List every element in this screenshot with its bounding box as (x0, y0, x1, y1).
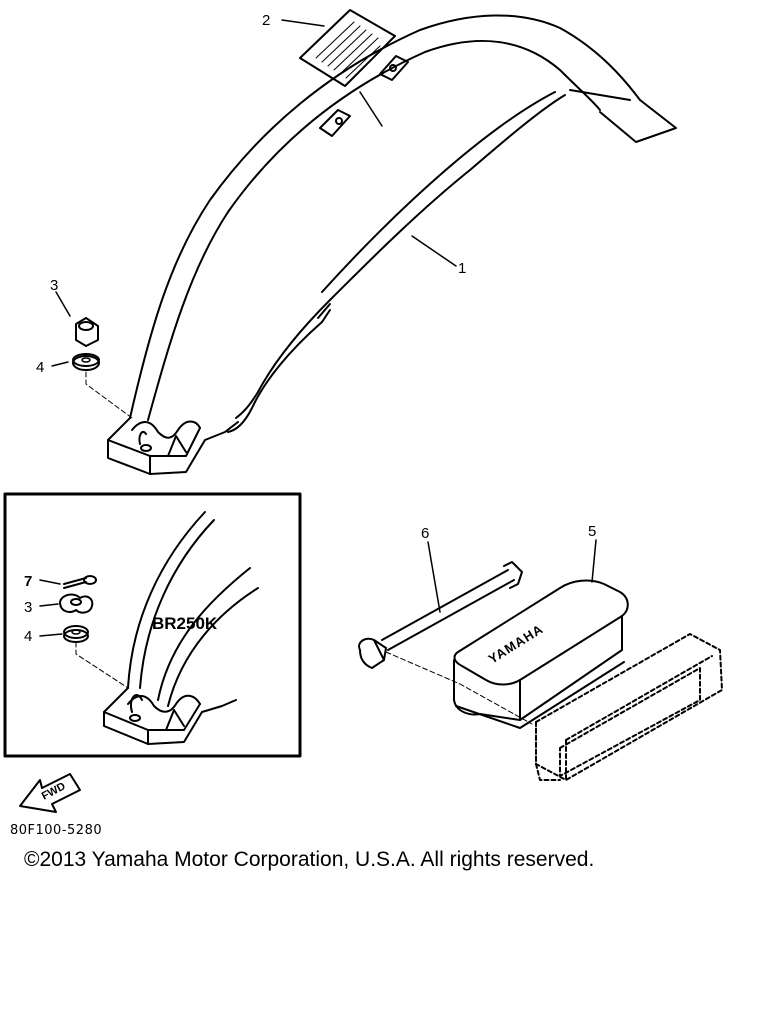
caution-label[interactable] (299, 9, 396, 87)
wing-nut-part-3[interactable] (59, 593, 94, 614)
battery-strap-part-6[interactable] (358, 561, 523, 669)
leader-lines (39, 19, 597, 637)
callout-3-inset: 3 (24, 599, 32, 616)
copyright-notice: ©2013 Yamaha Motor Corporation, U.S.A. A… (24, 848, 595, 871)
callout-5: 5 (588, 523, 596, 540)
callout-4-inset: 4 (24, 628, 32, 645)
cotter-pin-part-7[interactable] (63, 575, 97, 589)
battery-case-part-5[interactable] (453, 579, 629, 729)
callout-6: 6 (421, 525, 429, 542)
assembly-line (85, 371, 133, 419)
callout-3: 3 (50, 277, 58, 294)
strap-line (385, 651, 533, 725)
inset-br250k (3, 492, 302, 758)
part-code: 80F100-5280 (10, 823, 103, 838)
washer-part-4[interactable] (72, 353, 100, 371)
callout-4: 4 (36, 359, 44, 376)
model-label: BR250K (152, 614, 218, 633)
callout-1: 1 (458, 260, 466, 277)
callout-7: 7 (24, 573, 32, 590)
forward-arrow-icon: FWD (19, 773, 81, 813)
nut-part-3[interactable] (75, 317, 99, 347)
washer-inset-part-4[interactable] (63, 625, 89, 643)
callout-2: 2 (262, 12, 270, 29)
rear-fender[interactable] (107, 14, 677, 475)
battery-tray[interactable] (535, 633, 723, 781)
